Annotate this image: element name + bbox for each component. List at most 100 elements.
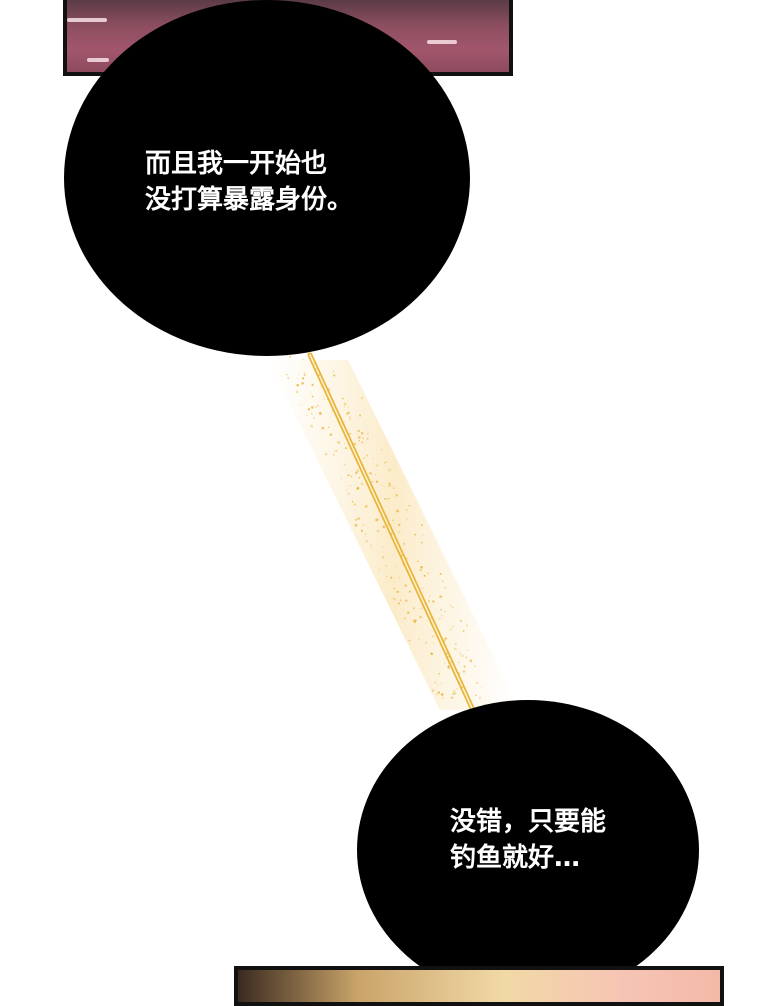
beam-speck <box>465 656 468 659</box>
beam-speck <box>426 572 429 575</box>
beam-speck <box>393 587 395 590</box>
beam-speck <box>356 469 360 473</box>
beam-speck <box>324 453 328 456</box>
beam-speck <box>364 506 367 508</box>
beam-speck <box>438 672 441 675</box>
beam-speck <box>308 352 311 355</box>
beam-speck <box>462 670 466 673</box>
beam-speck <box>451 606 454 609</box>
beam-speck <box>358 437 360 440</box>
beam-speck <box>311 395 314 398</box>
beam-speck <box>455 687 458 690</box>
beam-speck <box>431 624 433 626</box>
beam-speck <box>357 430 360 433</box>
beam-speck <box>418 638 420 640</box>
beam-speck <box>395 493 399 497</box>
beam-speck <box>355 471 358 475</box>
beam-speck <box>414 620 417 623</box>
beam-speck <box>459 619 463 623</box>
beam-speck <box>315 406 317 408</box>
beam-speck <box>358 429 361 432</box>
beam-speck <box>343 406 345 408</box>
beam-speck <box>408 590 411 593</box>
beam-speck <box>347 406 349 408</box>
beam-speck <box>286 373 288 376</box>
beam-speck <box>347 474 350 477</box>
beam-speck <box>370 546 373 549</box>
beam-speck <box>302 377 305 380</box>
speech-bubble-top: 而且我一开始也 没打算暴露身份。 <box>64 0 470 356</box>
beam-speck <box>429 595 431 598</box>
beam-speck <box>408 639 411 642</box>
panel-highlight <box>87 58 109 62</box>
beam-speck <box>419 615 422 619</box>
beam-speck <box>333 454 335 456</box>
beam-speck <box>301 358 304 361</box>
beam-speck <box>335 450 338 452</box>
beam-speck <box>440 693 444 696</box>
beam-speck <box>445 652 449 655</box>
beam-speck <box>364 533 367 536</box>
beam-speck <box>444 610 446 613</box>
bubble-text-line: 而且我一开始也 <box>144 149 327 179</box>
beam-speck <box>466 624 468 627</box>
beam-speck <box>333 402 335 404</box>
beam-speck <box>447 666 450 669</box>
beam-speck <box>422 534 424 537</box>
beam-speck <box>357 456 359 458</box>
beam-speck <box>388 484 392 488</box>
beam-speck <box>351 500 354 503</box>
beam-speck <box>430 616 434 619</box>
beam-speck <box>371 480 374 483</box>
speech-bubble-bottom: 没错，只要能 钓鱼就好… <box>357 700 699 1000</box>
beam-speck <box>303 374 306 376</box>
beam-speck <box>320 385 323 388</box>
beam-speck <box>332 370 335 373</box>
beam-speck <box>310 406 314 409</box>
beam-speck <box>300 404 302 406</box>
beam-speck <box>399 599 402 602</box>
beam-speck <box>381 484 384 487</box>
beam-speck <box>459 652 462 655</box>
beam-speck <box>452 692 455 695</box>
beam-speck <box>458 681 461 684</box>
beam-speck <box>357 436 361 439</box>
beam-speck <box>439 595 442 599</box>
beam-speck <box>296 377 299 379</box>
beam-speck <box>416 560 419 563</box>
beam-speck <box>400 554 403 557</box>
beam-speck <box>480 686 482 688</box>
beam-speck <box>375 464 379 467</box>
beam-speck <box>306 415 308 417</box>
beam-speck <box>388 482 391 486</box>
beam-speck <box>403 617 407 620</box>
beam-speck <box>378 568 380 570</box>
beam-speck <box>385 515 388 519</box>
beam-speck <box>412 607 415 610</box>
beam-speck <box>388 468 391 472</box>
beam-speck <box>301 381 304 385</box>
beam-speck <box>384 461 386 464</box>
beam-speck <box>407 611 410 614</box>
beam-speck <box>365 505 368 508</box>
beam-speck <box>404 584 408 587</box>
beam-speck <box>441 614 443 617</box>
beam-glow <box>268 360 520 710</box>
beam-speck <box>348 433 350 435</box>
beam-speck <box>317 405 319 407</box>
beam-speck <box>397 523 401 527</box>
beam-speck <box>374 473 377 476</box>
beam-speck <box>296 383 299 387</box>
beam-speck <box>343 421 345 423</box>
beam-speck <box>396 509 399 513</box>
beam-speck <box>381 556 385 559</box>
beam-speck <box>440 682 443 684</box>
beam-speck <box>419 568 423 572</box>
beam-speck <box>360 482 364 486</box>
beam-speck <box>392 597 396 601</box>
beam-speck <box>329 433 333 436</box>
beam-speck <box>366 454 369 457</box>
beam-speck <box>333 374 336 377</box>
beam-speck <box>375 480 379 483</box>
beam-speck <box>385 575 388 578</box>
